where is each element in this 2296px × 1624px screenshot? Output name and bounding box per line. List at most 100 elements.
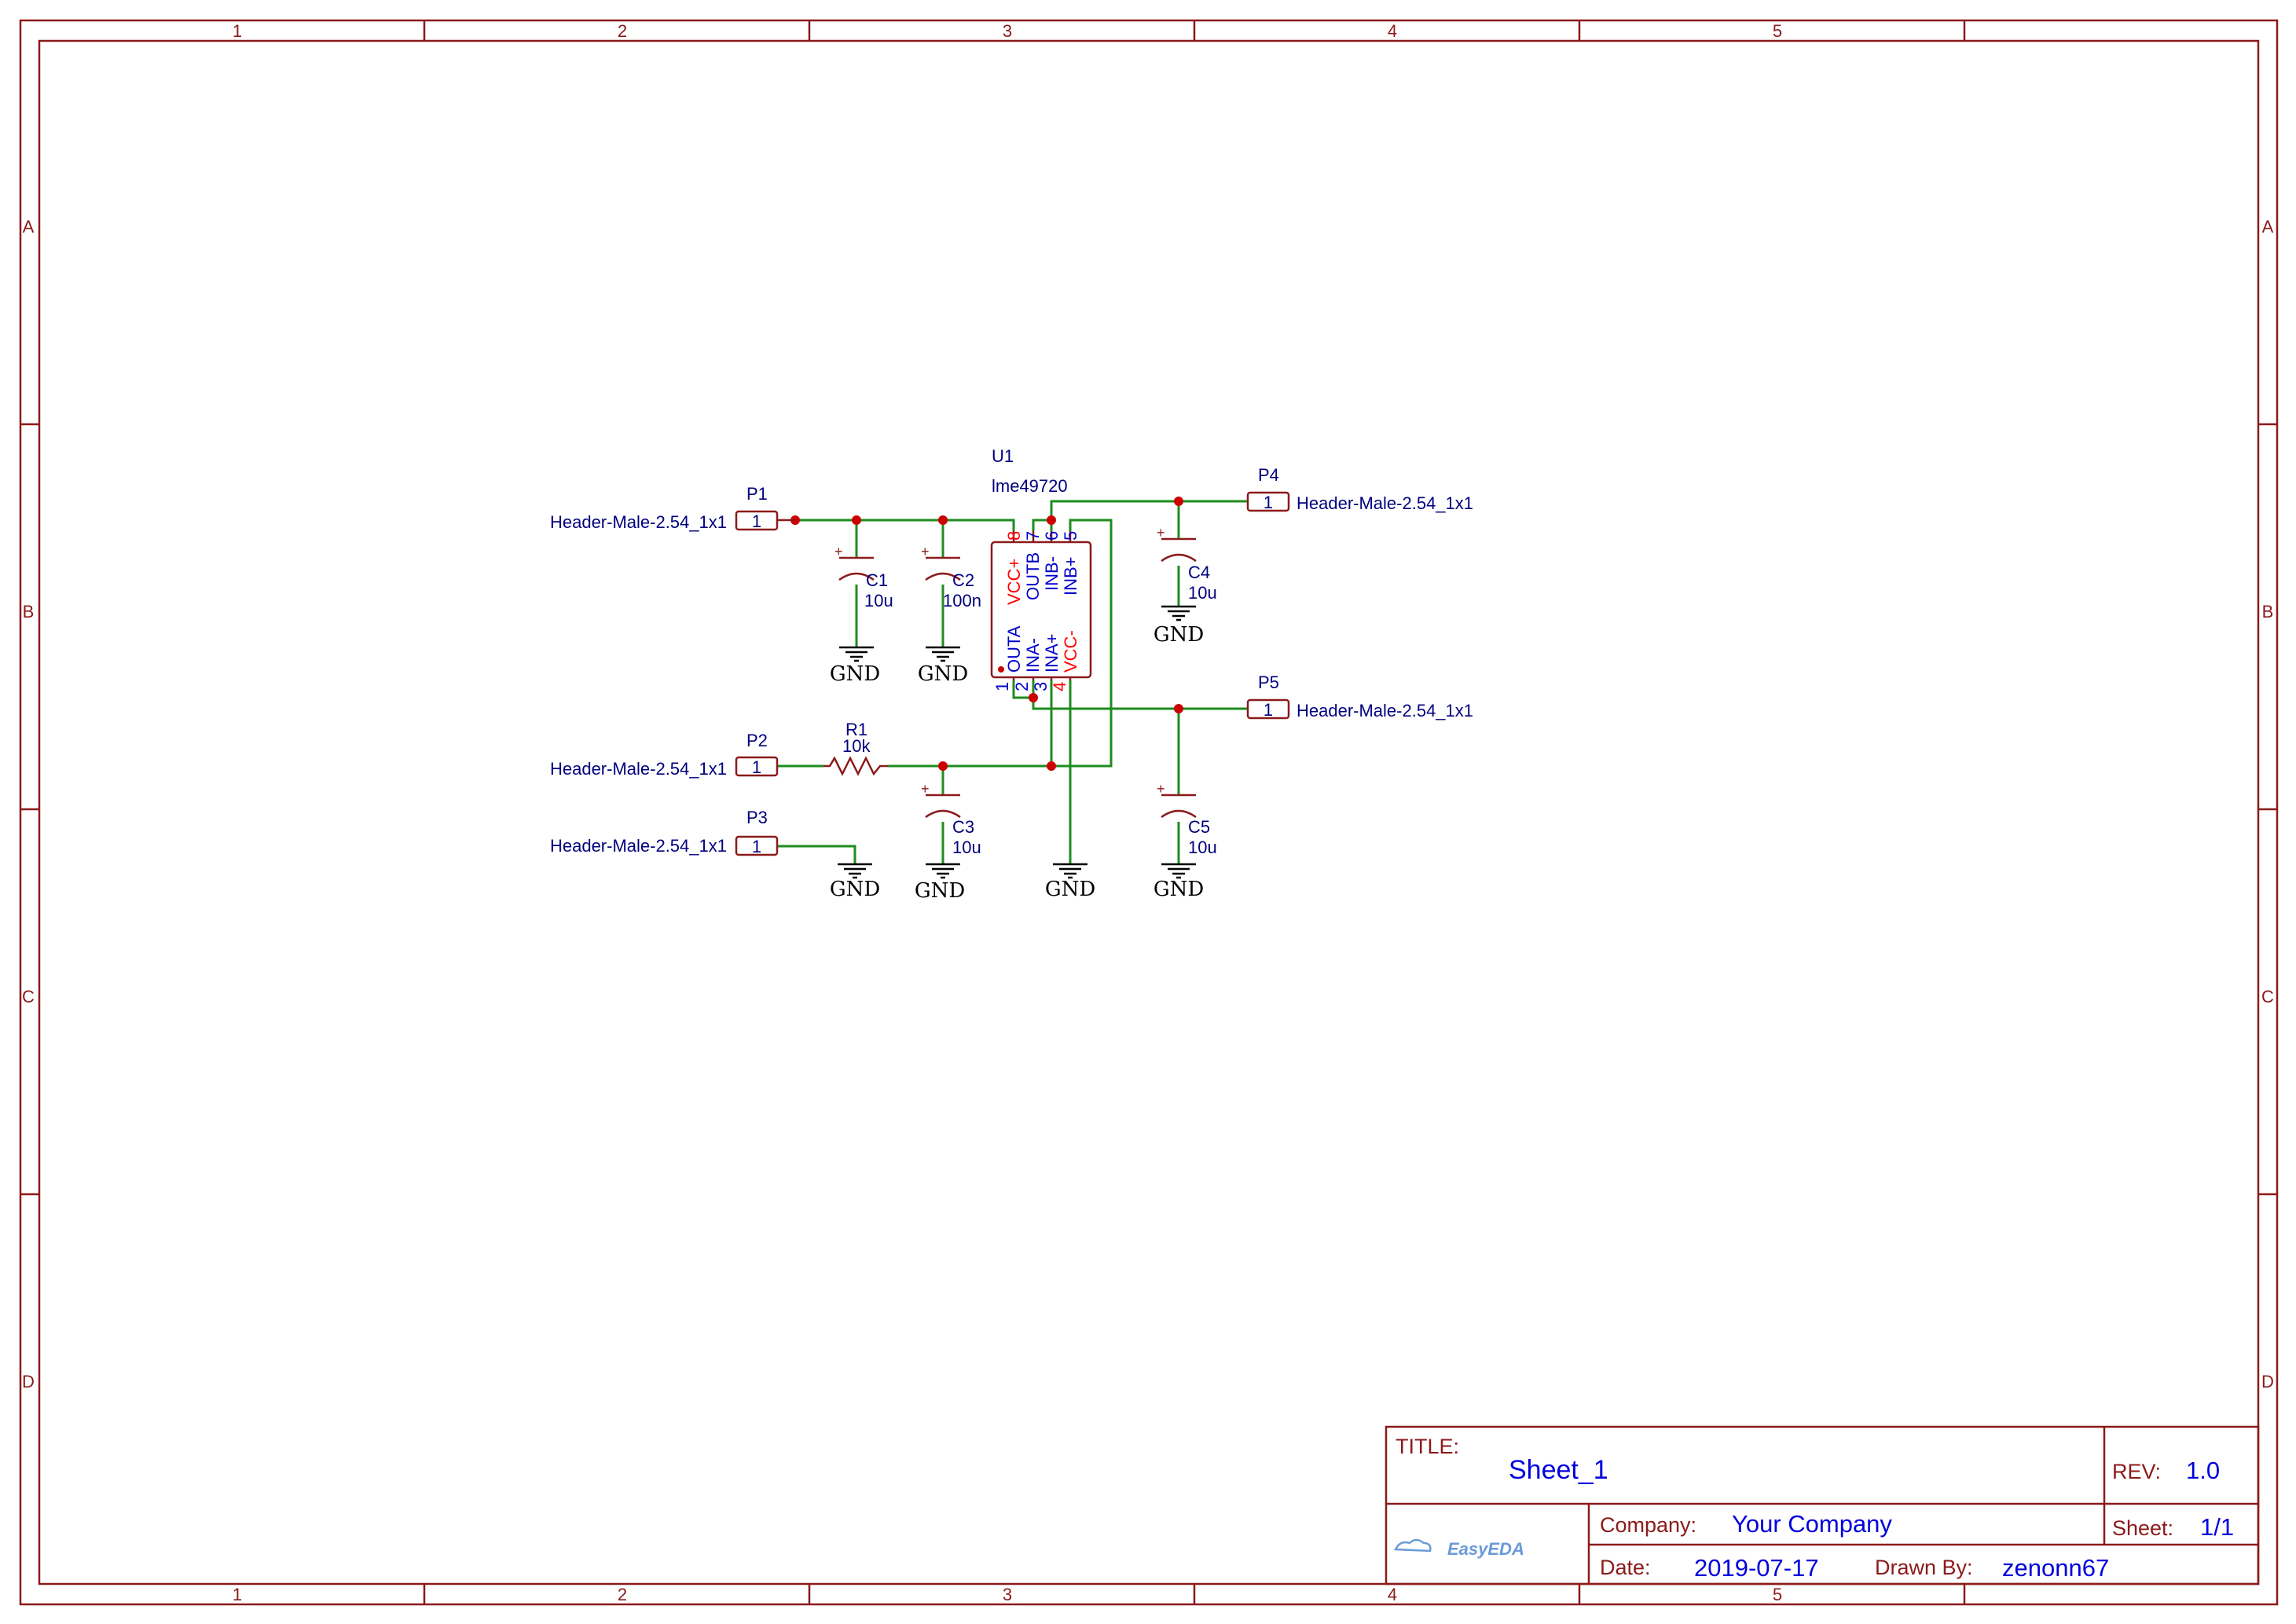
c2-value: 100n [943, 591, 981, 610]
gnd-c5[interactable]: GND [1154, 863, 1204, 901]
p5-body[interactable] [1246, 698, 1290, 720]
gnd-c4-label: GND [1154, 623, 1204, 647]
u1-pin6-name: INB- [1042, 556, 1062, 591]
c2-plus: + [921, 544, 930, 559]
u1-pin8-name: VCC+ [1004, 559, 1024, 605]
component-c3[interactable]: + C3 10u [921, 781, 981, 857]
wire-outa[interactable] [1012, 680, 1033, 699]
gnd-c5-label: GND [1154, 878, 1204, 901]
u1-pin4-name: VCC- [1061, 630, 1080, 673]
col-label-bottom-5: 5 [1773, 1585, 1782, 1604]
p3-value: Header-Male-2.54_1x1 [550, 836, 727, 856]
junction [852, 515, 861, 525]
c3-ref: C3 [952, 817, 974, 837]
col-label-top-4: 4 [1388, 21, 1397, 41]
u1-value: lme49720 [992, 476, 1068, 496]
row-label-left-c: C [22, 987, 35, 1006]
c1-value: 10u [864, 591, 893, 610]
gnd-c4[interactable]: GND [1154, 605, 1204, 647]
component-p1[interactable]: P1 Header-Male-2.54_1x1 1 [550, 484, 795, 532]
u1-pin7-num: 7 [1023, 531, 1043, 541]
u1-pin5-name: INB+ [1061, 556, 1080, 596]
p2-pin: 1 [752, 757, 761, 777]
c3-value: 10u [952, 838, 981, 857]
gnd-c1[interactable]: GND [830, 646, 880, 686]
u1-pin7-name: OUTB [1023, 552, 1043, 600]
u1-body[interactable] [990, 541, 1092, 679]
sheet-frame: 1 2 3 4 5 1 2 3 4 5 A B C D A B C D [19, 19, 2279, 1606]
junction [1047, 761, 1056, 771]
p3-body[interactable] [735, 835, 779, 856]
gnd-c2-label: GND [918, 662, 968, 686]
inner-border [38, 39, 2260, 1586]
gnd-p3[interactable]: GND [830, 863, 880, 901]
p4-ref: P4 [1258, 465, 1279, 485]
company-label: Company: [1600, 1513, 1696, 1537]
component-r1[interactable]: R1 10k [823, 720, 888, 776]
component-p5[interactable]: P5 Header-Male-2.54_1x1 1 [1246, 673, 1473, 720]
col-label-bottom-2: 2 [618, 1585, 627, 1604]
col-label-top-5: 5 [1773, 21, 1782, 41]
date-label: Date: [1600, 1556, 1651, 1579]
c4-ref: C4 [1188, 563, 1210, 582]
c1-plus: + [834, 544, 843, 559]
drawn-by-label: Drawn By: [1875, 1556, 1973, 1579]
company-value: Your Company [1732, 1510, 1892, 1538]
wire-inbplus-loop[interactable] [1051, 519, 1113, 768]
c5-value: 10u [1188, 838, 1217, 857]
component-p2[interactable]: P2 Header-Male-2.54_1x1 1 [550, 731, 779, 779]
u1-pin4-num: 4 [1050, 682, 1069, 691]
p2-body[interactable] [735, 756, 779, 777]
row-label-right-c: C [2261, 987, 2274, 1006]
r1-zigzag[interactable] [823, 756, 888, 776]
component-p3[interactable]: P3 Header-Male-2.54_1x1 1 [550, 808, 779, 856]
row-label-left-d: D [22, 1372, 35, 1391]
p2-ref: P2 [746, 731, 768, 750]
p5-value: Header-Male-2.54_1x1 [1297, 701, 1473, 720]
wire-p1-vccplus[interactable] [795, 519, 1015, 531]
u1-pin2-name: INA- [1023, 638, 1043, 673]
c3-plate[interactable] [925, 809, 961, 819]
gnd-c2[interactable]: GND [918, 646, 968, 686]
row-label-right-b: B [2262, 602, 2274, 621]
component-c4[interactable]: + C4 10u [1157, 525, 1217, 603]
c1-plate[interactable] [838, 572, 875, 581]
p4-body[interactable] [1246, 491, 1290, 512]
gnd-u1[interactable]: GND [1045, 863, 1095, 901]
cloud-icon [1394, 1538, 1432, 1553]
component-c2[interactable]: + C2 100n [921, 544, 981, 610]
outer-border [19, 19, 2279, 1606]
c5-ref: C5 [1188, 817, 1210, 837]
component-p4[interactable]: P4 Header-Male-2.54_1x1 1 [1246, 465, 1473, 513]
rev-label: REV: [2112, 1460, 2161, 1483]
c2-plate[interactable] [925, 572, 961, 581]
sheet-value: 1/1 [2200, 1513, 2234, 1541]
c4-value: 10u [1188, 583, 1217, 603]
wire-outb-p4[interactable] [1032, 500, 1248, 531]
gnd-c3-label: GND [915, 879, 965, 903]
wire-p3-gnd[interactable] [778, 845, 856, 864]
junction [938, 515, 948, 525]
junction [1029, 693, 1038, 702]
p3-pin: 1 [752, 837, 761, 856]
title-block: TITLE: Sheet_1 REV: 1.0 Company: Your Co… [1385, 1425, 2260, 1586]
gnd-u1-label: GND [1045, 878, 1095, 901]
c4-plate[interactable] [1161, 553, 1197, 563]
row-label-left-a: A [23, 217, 35, 236]
component-c1[interactable]: + C1 10u [834, 544, 893, 610]
component-c5[interactable]: + C5 10u [1157, 781, 1217, 857]
c5-plate[interactable] [1161, 809, 1197, 819]
junction [938, 761, 948, 771]
p1-pin: 1 [752, 511, 761, 531]
gnd-p3-label: GND [830, 878, 880, 901]
component-u1[interactable]: U1 lme49720 8 7 6 5 VCC+ OUTB INB- INB+ … [990, 446, 1092, 691]
gnd-c3[interactable]: GND [915, 863, 965, 903]
title-value: Sheet_1 [1509, 1455, 1608, 1485]
r1-ref: R1 [845, 720, 867, 739]
col-label-top-1: 1 [233, 21, 242, 41]
row-label-left-b: B [23, 602, 35, 621]
u1-pin1-name: OUTA [1004, 625, 1024, 673]
col-label-top-3: 3 [1003, 21, 1012, 41]
easyeda-logo: EasyEDA [1394, 1538, 1524, 1559]
rev-value: 1.0 [2186, 1457, 2220, 1484]
